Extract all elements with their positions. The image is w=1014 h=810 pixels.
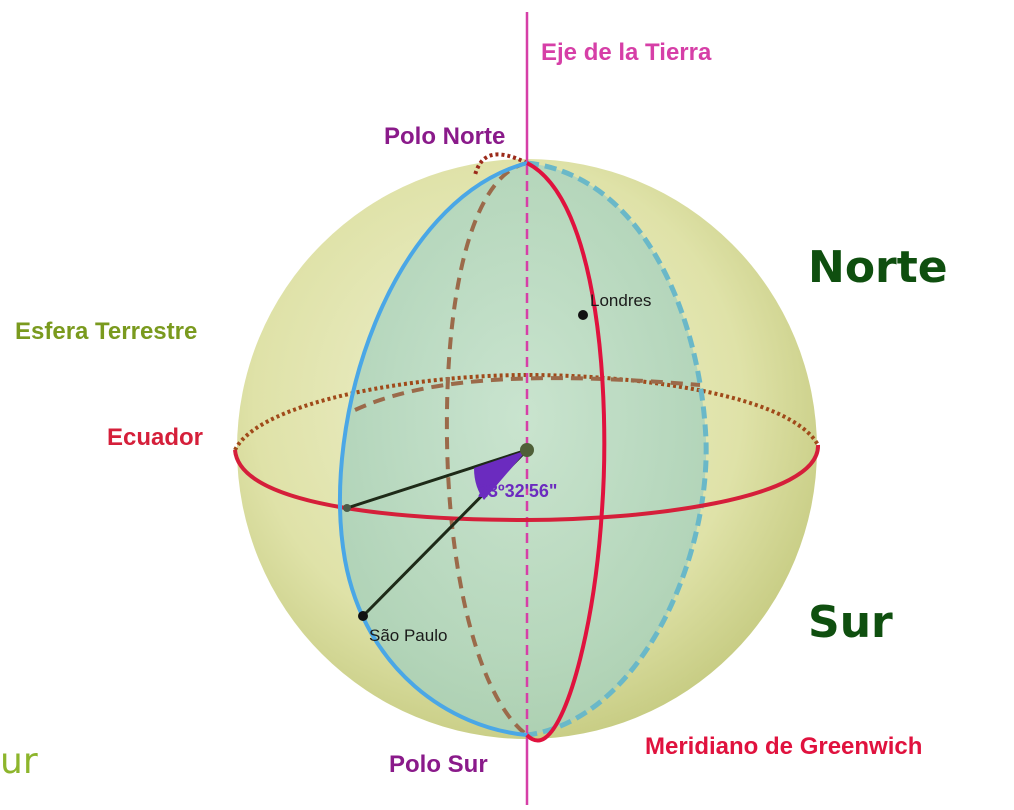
saopaulo-point[interactable]	[358, 611, 368, 621]
earth-center-point[interactable]	[520, 443, 534, 457]
equator-point[interactable]	[343, 504, 351, 512]
center-to-equator-line	[346, 448, 528, 510]
london-point[interactable]	[578, 310, 588, 320]
disc-equator-dashed	[354, 376, 701, 412]
london-label: Londres	[590, 291, 651, 310]
equator-back	[233, 372, 820, 451]
latitude-angle-wedge	[474, 450, 527, 500]
sphere-label: Esfera Terrestre	[15, 318, 197, 345]
hidden-meridian-left	[444, 161, 529, 737]
saopaulo-label: São Paulo	[369, 626, 447, 645]
angle-label: 23º32'56"	[478, 481, 557, 501]
cropped-text-fragment: ur	[0, 741, 38, 782]
greenwich-label: Meridiano de Greenwich	[645, 733, 922, 760]
south-label: Sur	[808, 597, 893, 648]
disc-edge-back	[526, 160, 709, 738]
north-label: Norte	[808, 242, 948, 293]
equator-front	[233, 444, 821, 523]
north-pole-label: Polo Norte	[384, 123, 505, 150]
greenwich-meridian	[525, 161, 607, 743]
hidden-meridian-right-top	[473, 152, 528, 176]
disc-edge-front	[338, 161, 528, 737]
south-pole-label: Polo Sur	[389, 751, 488, 778]
axis-label: Eje de la Tierra	[541, 39, 712, 66]
equator-label: Ecuador	[107, 424, 203, 451]
